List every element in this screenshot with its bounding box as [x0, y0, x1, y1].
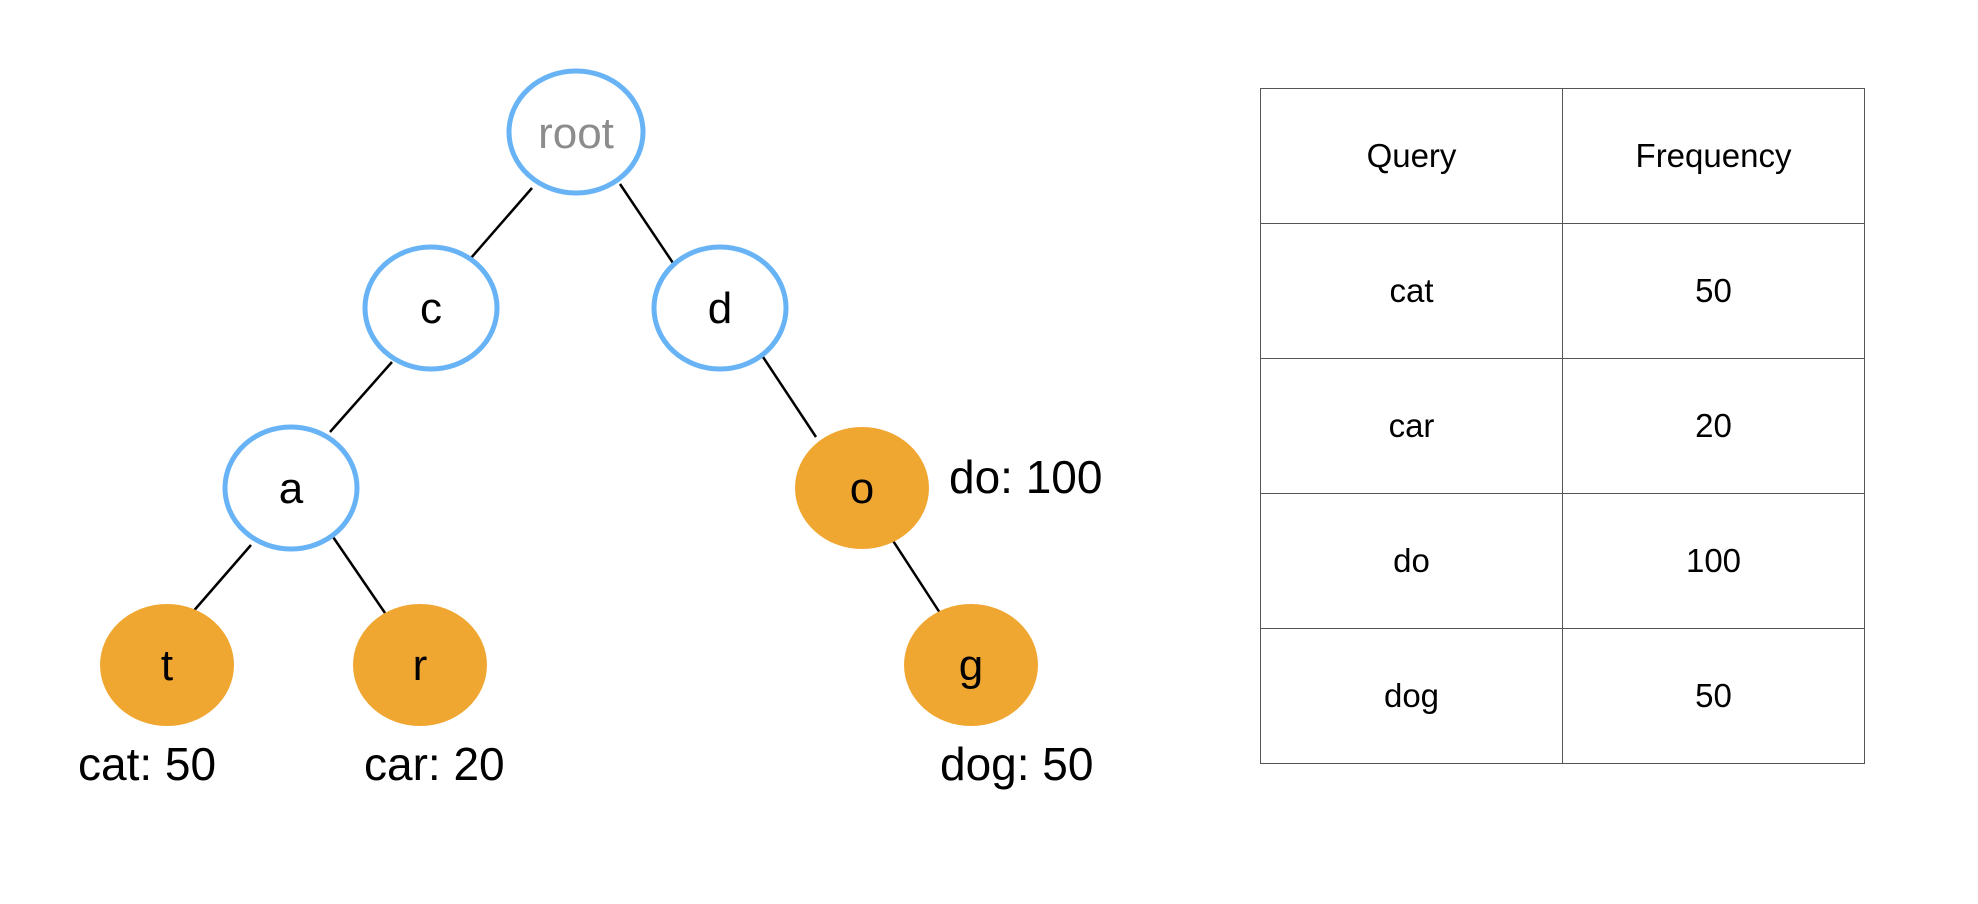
- node-d-label: d: [708, 284, 732, 333]
- table-row: cat 50: [1260, 223, 1865, 359]
- cell-query: dog: [1260, 628, 1563, 764]
- edge-o-g: [886, 532, 942, 614]
- node-t: t: [100, 604, 234, 726]
- cell-frequency: 20: [1562, 358, 1865, 494]
- node-c-label: c: [420, 284, 442, 333]
- edge-d-o: [761, 356, 818, 438]
- edge-a-r: [329, 533, 387, 614]
- cell-frequency: 50: [1562, 223, 1865, 359]
- node-r-label: r: [413, 641, 428, 690]
- query-frequency-table: Query Frequency cat 50 car 20 do 100 dog…: [1260, 88, 1865, 764]
- node-c: c: [362, 244, 500, 372]
- table-row: do 100: [1260, 493, 1865, 629]
- node-root-label: root: [538, 109, 614, 158]
- cell-query: do: [1260, 493, 1563, 629]
- annotation-cat: cat: 50: [78, 738, 216, 790]
- node-o-label: o: [850, 464, 874, 513]
- edge-c-a: [329, 361, 393, 433]
- header-query: Query: [1260, 88, 1563, 224]
- node-g-label: g: [959, 641, 983, 690]
- annotation-car: car: 20: [364, 738, 505, 790]
- table-row: car 20: [1260, 358, 1865, 494]
- node-a: a: [222, 424, 360, 552]
- edge-a-t: [190, 544, 252, 615]
- table-row: dog 50: [1260, 628, 1865, 764]
- edge-root-d: [618, 183, 675, 264]
- trie-diagram: root c d a o t r g do: 100 cat: 50 car: …: [78, 68, 1102, 790]
- cell-query: car: [1260, 358, 1563, 494]
- cell-frequency: 100: [1562, 493, 1865, 629]
- node-a-label: a: [279, 464, 304, 513]
- node-o: o: [795, 427, 929, 549]
- annotation-do: do: 100: [949, 451, 1102, 503]
- node-r: r: [353, 604, 487, 726]
- edge-root-c: [470, 187, 533, 259]
- node-d: d: [651, 244, 789, 372]
- cell-frequency: 50: [1562, 628, 1865, 764]
- node-g: g: [904, 604, 1038, 726]
- header-frequency: Frequency: [1562, 88, 1865, 224]
- node-root: root: [506, 68, 646, 196]
- table-header-row: Query Frequency: [1260, 88, 1865, 224]
- cell-query: cat: [1260, 223, 1563, 359]
- node-t-label: t: [161, 641, 173, 690]
- annotation-dog: dog: 50: [940, 738, 1093, 790]
